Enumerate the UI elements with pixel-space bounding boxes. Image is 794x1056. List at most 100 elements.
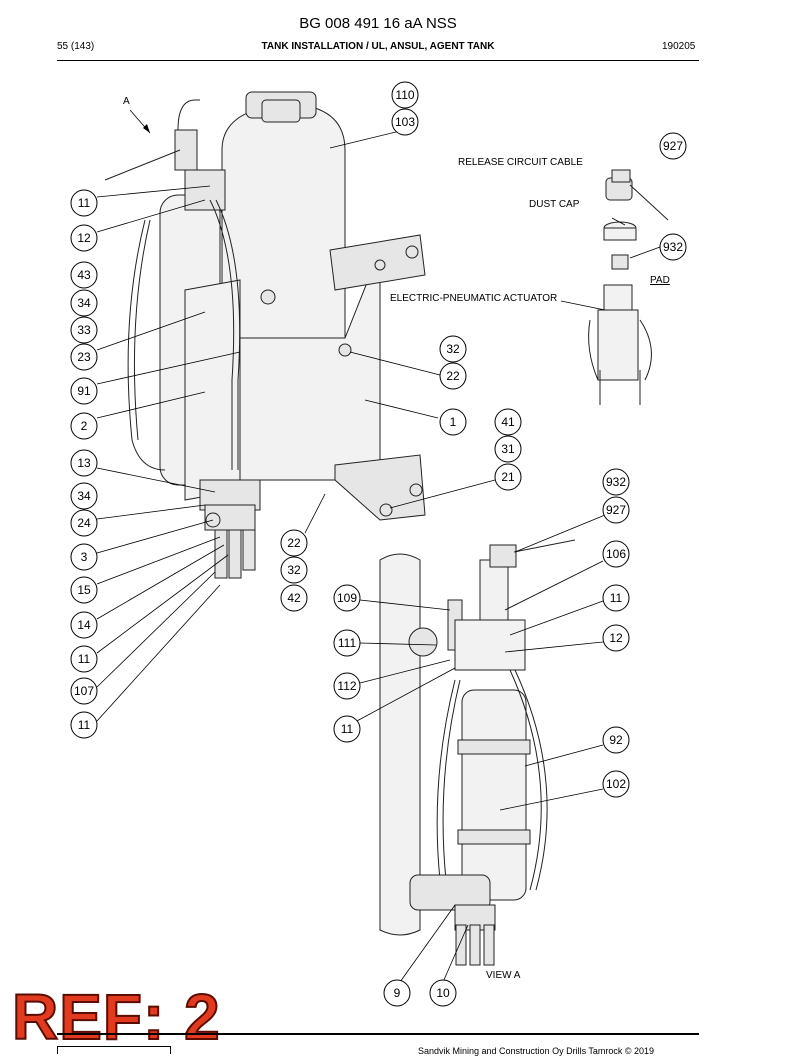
callout-13: 13 — [70, 449, 98, 477]
callout-91: 91 — [70, 377, 98, 405]
svg-text:9: 9 — [394, 986, 401, 1000]
callout-932: 932 — [659, 233, 687, 261]
callout-11-bottom: 11 — [70, 711, 98, 739]
callout-42: 42 — [280, 584, 308, 612]
svg-text:23: 23 — [77, 350, 91, 364]
svg-text:103: 103 — [395, 115, 415, 129]
svg-text:110: 110 — [395, 88, 414, 102]
callout-932-view: 932 — [602, 468, 630, 496]
callout-3: 3 — [70, 543, 98, 571]
view-a-marker: A — [123, 96, 130, 107]
callout-24: 24 — [70, 509, 98, 537]
callout-12: 12 — [70, 224, 98, 252]
svg-text:31: 31 — [501, 442, 515, 456]
callout-22-lower: 22 — [280, 529, 308, 557]
callout-34: 34 — [70, 289, 98, 317]
svg-text:927: 927 — [606, 503, 626, 517]
callout-11-view-lower: 11 — [333, 715, 361, 743]
callout-34-lower: 34 — [70, 482, 98, 510]
svg-text:15: 15 — [77, 583, 91, 597]
callout-9: 9 — [383, 979, 411, 1007]
document-number: BG 008 491 16 aA NSS — [299, 15, 457, 32]
callout-102: 102 — [602, 770, 630, 798]
callout-106: 106 — [602, 540, 630, 568]
section-title: TANK INSTALLATION / UL, ANSUL, AGENT TAN… — [261, 41, 495, 52]
svg-text:14: 14 — [77, 618, 91, 632]
copyright-footer: Sandvik Mining and Construction Oy Drill… — [418, 1046, 655, 1056]
callout-2: 2 — [70, 412, 98, 440]
callout-22: 22 — [439, 362, 467, 390]
svg-text:34: 34 — [77, 489, 91, 503]
footer-rule — [57, 1033, 699, 1035]
dust-cap-label: DUST CAP — [529, 199, 580, 210]
svg-text:11: 11 — [78, 718, 91, 732]
logo-fragment — [57, 1046, 171, 1054]
callout-21: 21 — [494, 463, 522, 491]
svg-text:22: 22 — [446, 369, 460, 383]
leader-lines — [96, 130, 661, 983]
callout-110: 110 — [391, 81, 419, 109]
callout-41: 41 — [494, 408, 522, 436]
svg-text:106: 106 — [606, 547, 626, 561]
view-a-label: VIEW A — [486, 970, 521, 981]
ref-stamp: REF: 2 — [11, 981, 221, 1053]
callout-32-lower: 32 — [280, 556, 308, 584]
callout-11-lower: 11 — [70, 645, 98, 673]
callout-1: 1 — [439, 408, 467, 436]
svg-text:11: 11 — [78, 196, 91, 210]
callout-43: 43 — [70, 261, 98, 289]
page-number: 55 (143) — [57, 41, 95, 52]
svg-text:2: 2 — [81, 419, 88, 433]
callout-109: 109 — [333, 584, 361, 612]
callout-11: 11 — [70, 189, 98, 217]
electric-pneumatic-actuator-label: ELECTRIC-PNEUMATIC ACTUATOR — [390, 293, 558, 304]
svg-text:3: 3 — [81, 550, 88, 564]
svg-text:43: 43 — [77, 268, 91, 282]
callout-111: 111 — [333, 629, 361, 657]
callout-14: 14 — [70, 611, 98, 639]
svg-text:12: 12 — [77, 231, 91, 245]
svg-text:11: 11 — [341, 722, 354, 736]
callout-11-view: 11 — [602, 584, 630, 612]
svg-text:41: 41 — [501, 415, 515, 429]
svg-text:21: 21 — [501, 470, 515, 484]
svg-text:33: 33 — [77, 323, 91, 337]
callout-92: 92 — [602, 726, 630, 754]
svg-text:42: 42 — [287, 591, 301, 605]
callout-10: 10 — [429, 979, 457, 1007]
callout-112: 112 — [333, 672, 361, 700]
svg-text:10: 10 — [436, 986, 450, 1000]
svg-text:13: 13 — [77, 456, 91, 470]
svg-text:109: 109 — [337, 591, 357, 605]
agent-tank-main — [104, 91, 426, 579]
date-code: 190205 — [662, 41, 696, 52]
svg-text:11: 11 — [78, 652, 91, 666]
svg-text:92: 92 — [609, 733, 623, 747]
pad-label: PAD — [650, 275, 670, 286]
svg-text:22: 22 — [287, 536, 301, 550]
svg-text:112: 112 — [337, 679, 356, 693]
svg-text:927: 927 — [663, 139, 683, 153]
callout-927-view: 927 — [602, 496, 630, 524]
svg-text:12: 12 — [609, 631, 623, 645]
svg-text:32: 32 — [446, 342, 460, 356]
callout-15: 15 — [70, 576, 98, 604]
callout-31: 31 — [494, 435, 522, 463]
callout-103: 103 — [391, 108, 419, 136]
header-rule — [57, 60, 699, 61]
callout-32: 32 — [439, 335, 467, 363]
svg-text:24: 24 — [77, 516, 91, 530]
release-circuit-cable-label: RELEASE CIRCUIT CABLE — [458, 157, 583, 168]
svg-text:107: 107 — [74, 684, 94, 698]
svg-text:1: 1 — [450, 415, 457, 429]
svg-text:932: 932 — [606, 475, 626, 489]
callout-107: 107 — [70, 677, 98, 705]
callout-23: 23 — [70, 343, 98, 371]
view-a-assembly — [379, 539, 576, 966]
svg-text:932: 932 — [663, 240, 683, 254]
svg-text:32: 32 — [287, 563, 301, 577]
actuator-detail — [588, 169, 669, 405]
callout-33: 33 — [70, 316, 98, 344]
callout-927: 927 — [659, 132, 687, 160]
